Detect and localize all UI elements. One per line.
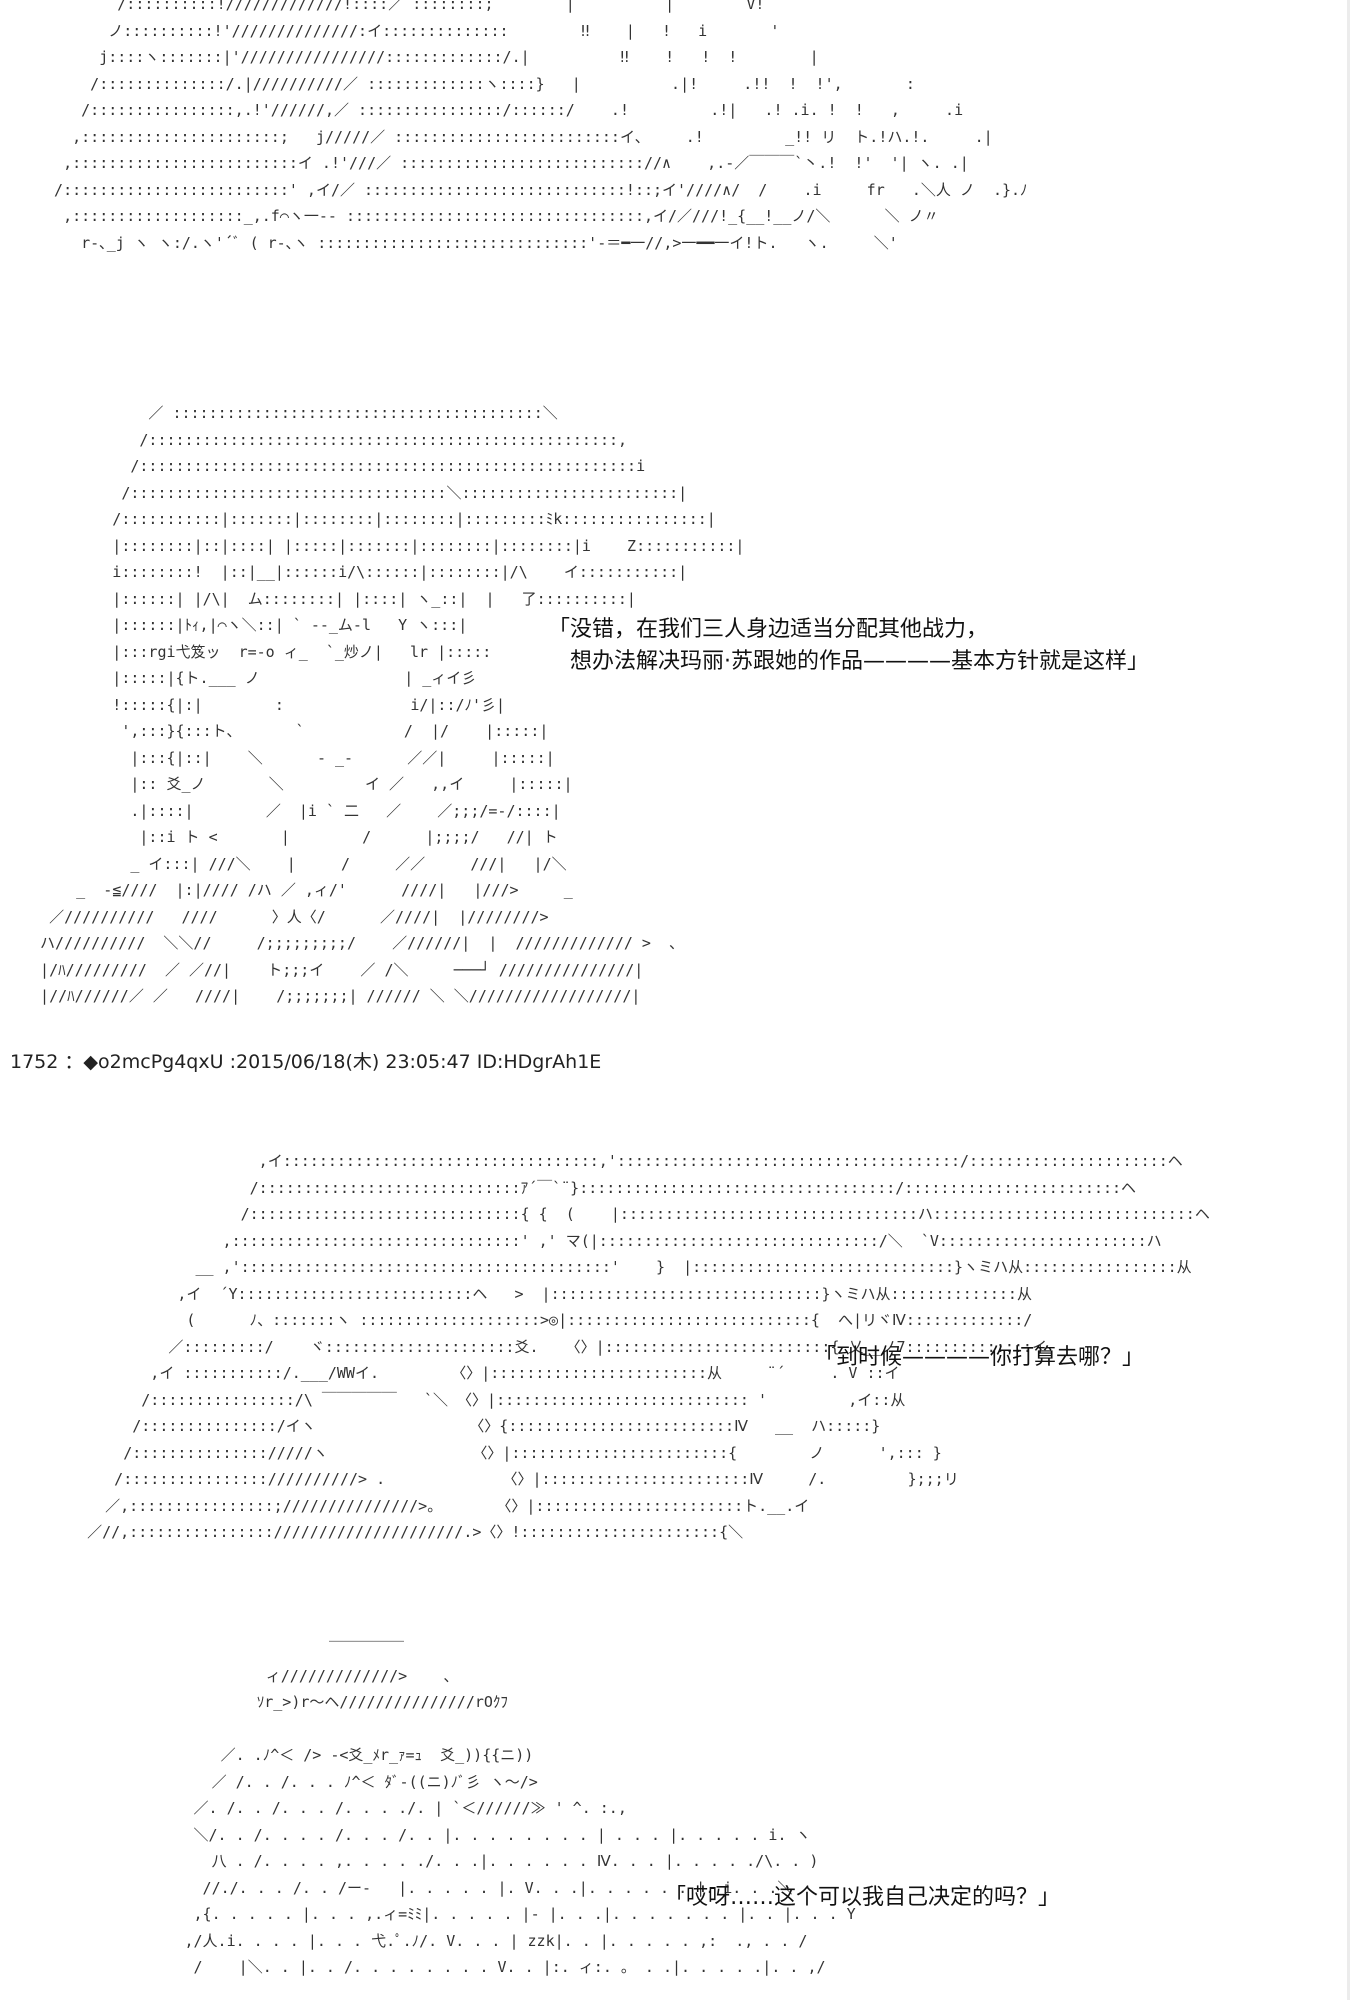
dialogue-3: 「哎呀……这个可以我自己决定的吗？」 <box>664 1885 1061 1910</box>
ascii-art-3: ,イ:::::::::::::::::::::::::::::::::::,':… <box>87 1152 1210 1541</box>
post-tripcode: ◆o2mcPg4qxU <box>83 1051 224 1073</box>
post-header: 1752 ：◆o2mcPg4qxU :2015/06/18(木) 23:05:4… <box>10 1051 602 1073</box>
dialogue-2: 「到时候————你打算去哪？」 <box>814 1345 1145 1370</box>
post-id[interactable]: ID:HDgrAh1E <box>476 1051 602 1073</box>
post-separator: ： <box>64 1051 84 1073</box>
post-number[interactable]: 1752 <box>10 1051 59 1073</box>
dialogue-1: 「没错，在我们三人身边适当分配其他战力， 想办法解决玛丽·苏跟她的作品————基… <box>548 617 1149 674</box>
ascii-art-4: ￣￣￣￣￣ ィ/////////////> 、 ｿr_>)r〜ヘ////////… <box>184 1640 856 1976</box>
page-right-border <box>1347 0 1350 2000</box>
ascii-art-2: ／ ::::::::::::::::::::::::::::::::::::::… <box>40 404 745 1005</box>
ascii-art-1: /::::::::::!/////////////!::::／ ::::::::… <box>54 0 1028 252</box>
post-datetime: 2015/06/18(木) 23:05:47 <box>235 1051 471 1073</box>
